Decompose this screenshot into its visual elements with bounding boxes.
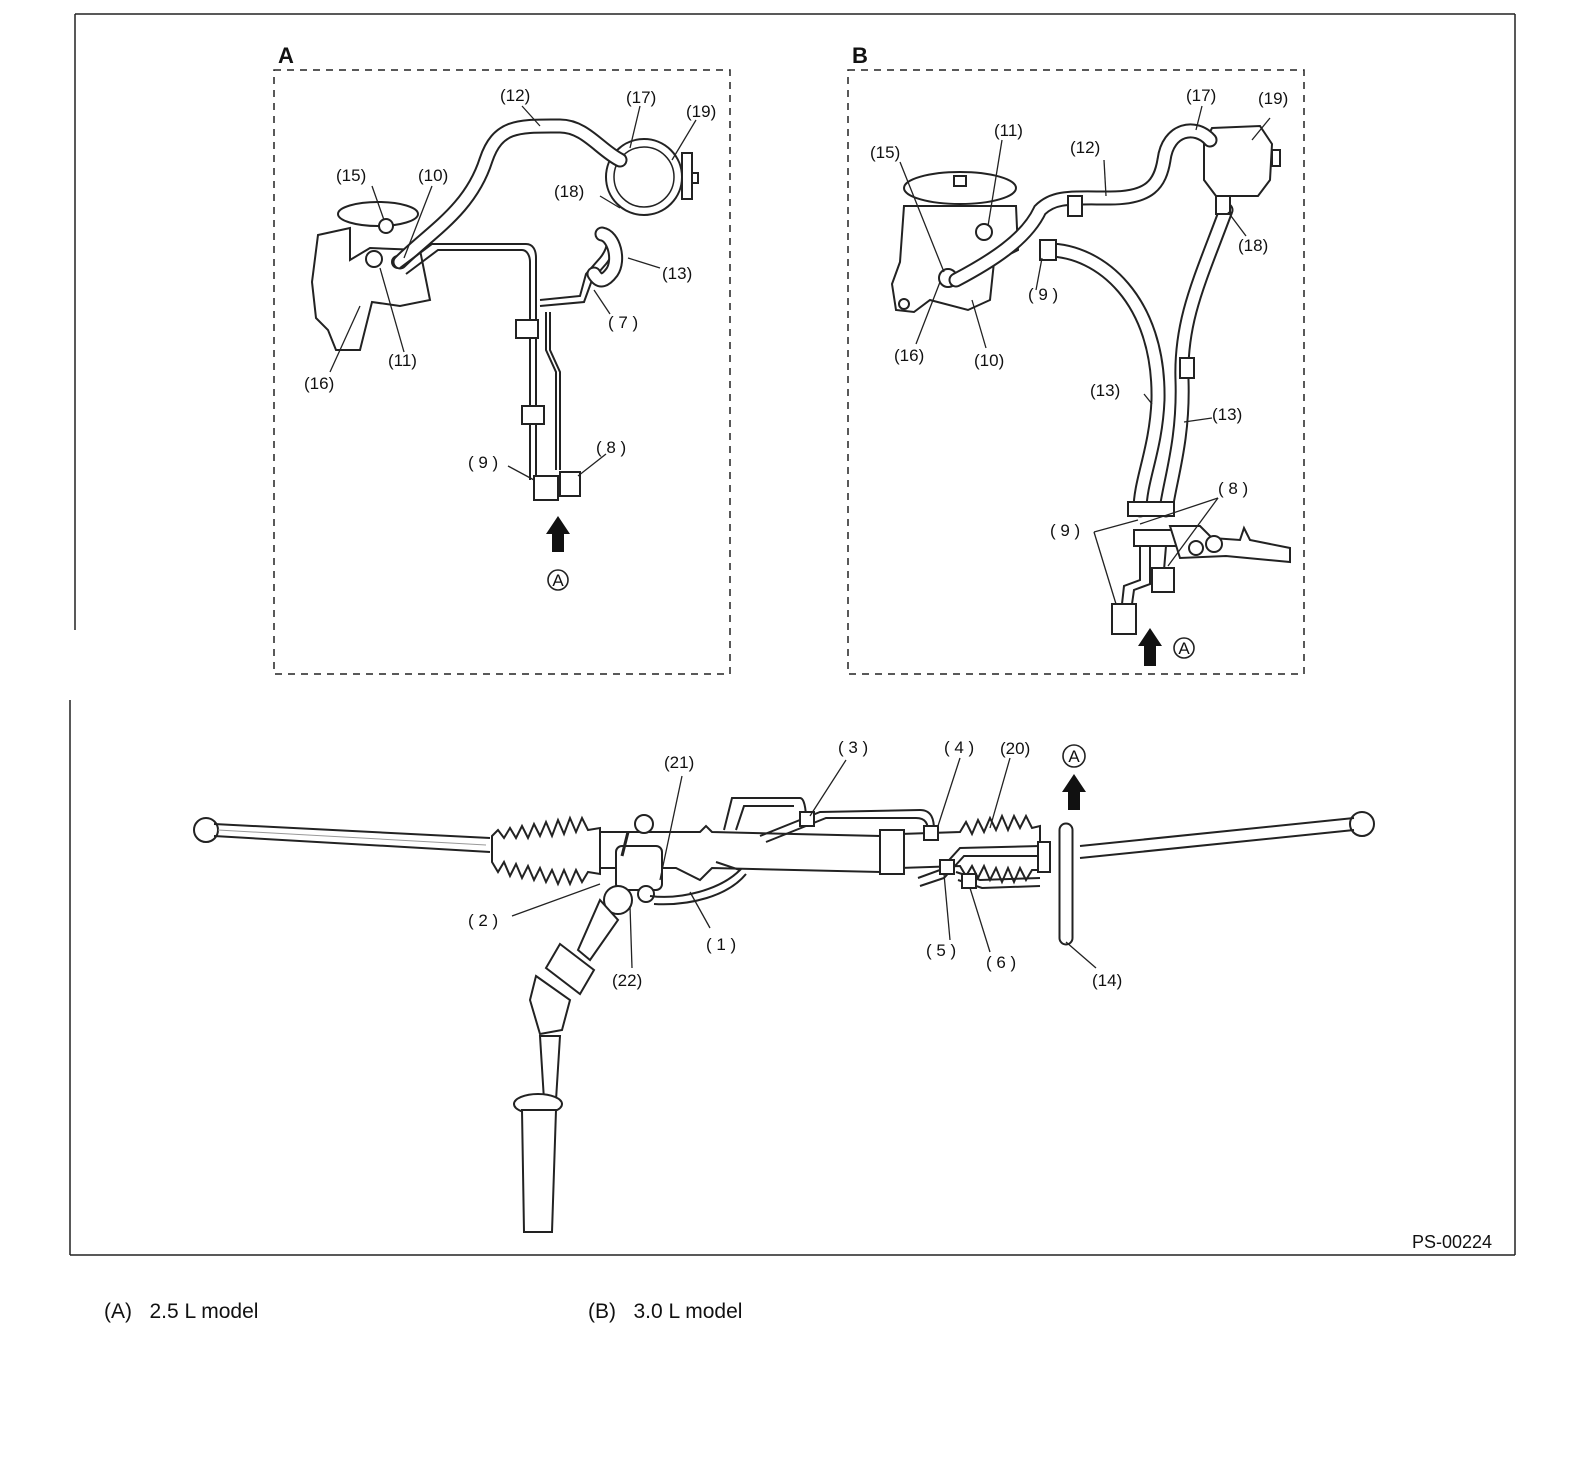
panel-a-callout-7: ( 7 ) — [608, 313, 638, 332]
panel-b-arrow — [1138, 628, 1162, 666]
panel-b-callout-18: (18) — [1238, 236, 1268, 255]
panel-b: B — [847, 43, 1305, 675]
left-tie-rod — [193, 817, 491, 853]
panel-a-callout-13: (13) — [662, 264, 692, 283]
panel-b-reservoir — [1203, 124, 1281, 197]
caption-a: (A) 2.5 L model — [104, 1300, 258, 1323]
callout-20: (20) — [1000, 739, 1030, 758]
panel-a-border — [273, 69, 731, 675]
callout-21: (21) — [664, 753, 694, 772]
left-boot — [491, 815, 601, 887]
rack-feed-pipes — [649, 797, 1051, 906]
callout-6: ( 6 ) — [986, 953, 1016, 972]
figure-code: PS-00224 — [1412, 1232, 1492, 1252]
panel-a-callout-16: (16) — [304, 374, 334, 393]
callout-4: ( 4 ) — [944, 738, 974, 757]
caption-b: (B) 3.0 L model — [588, 1300, 742, 1323]
panel-b-hose-12 — [948, 123, 1218, 288]
outer-frame — [69, 13, 1516, 1256]
panel-b-callout-9: ( 9 ) — [1028, 285, 1058, 304]
panel-b-hose-13 — [1039, 195, 1234, 635]
panel-a-callout-17: (17) — [626, 88, 656, 107]
main-view-marker: A — [1068, 747, 1080, 766]
panel-a-callout-15: (15) — [336, 166, 366, 185]
main-leaders — [511, 757, 1097, 969]
panel-b-callout-13b: (13) — [1212, 405, 1242, 424]
panel-b-callout-12: (12) — [1070, 138, 1100, 157]
panel-a-callout-8: ( 8 ) — [596, 438, 626, 457]
panel-a-callout-18: (18) — [554, 182, 584, 201]
panel-a-leaders — [329, 105, 697, 481]
panel-a-view-marker: A — [552, 571, 564, 590]
panel-b-border — [847, 69, 1305, 675]
panel-b-callout-13a: (13) — [1090, 381, 1120, 400]
panel-b-callout-16: (16) — [894, 346, 924, 365]
panel-b-leaders — [899, 105, 1271, 605]
callout-5: ( 5 ) — [926, 941, 956, 960]
hose-14: A — [1058, 744, 1086, 946]
panel-b-callout-11: (11) — [994, 121, 1023, 140]
panel-a-reservoir — [605, 138, 699, 216]
panel-a-pump — [310, 201, 432, 351]
panel-a-callout-11: (11) — [388, 351, 417, 370]
callout-14: (14) — [1092, 971, 1122, 990]
callout-3: ( 3 ) — [838, 738, 868, 757]
panel-a-callout-19: (19) — [686, 102, 716, 121]
panel-b-callout-10: (10) — [974, 351, 1004, 370]
callout-22: (22) — [612, 971, 642, 990]
panel-a: A — [273, 43, 731, 675]
panel-a-hose-12 — [392, 118, 628, 270]
panel-b-bracket — [1168, 525, 1291, 564]
panel-b-callout-19: (19) — [1258, 89, 1288, 108]
panel-b-callout-8: ( 8 ) — [1218, 479, 1248, 498]
panel-a-letter: A — [278, 43, 294, 68]
steering-rack-assembly: A — [193, 744, 1375, 1233]
panel-b-callout-9b: ( 9 ) — [1050, 521, 1080, 540]
callout-2: ( 2 ) — [468, 911, 498, 930]
panel-b-callout-15: (15) — [870, 143, 900, 162]
valve-housing — [603, 814, 663, 915]
panel-a-callout-12: (12) — [500, 86, 530, 105]
panel-b-letter: B — [852, 43, 868, 68]
panel-b-callout-17: (17) — [1186, 86, 1216, 105]
right-boot — [899, 813, 1041, 885]
panel-b-view-marker: A — [1178, 639, 1190, 658]
steering-column — [513, 898, 620, 1233]
panel-b-pump — [890, 171, 1020, 314]
panel-a-callout-9: ( 9 ) — [468, 453, 498, 472]
panel-a-pipes: A — [399, 226, 624, 591]
callout-1: ( 1 ) — [706, 935, 736, 954]
right-tie-rod — [1079, 811, 1375, 859]
panel-a-callout-10: (10) — [418, 166, 448, 185]
